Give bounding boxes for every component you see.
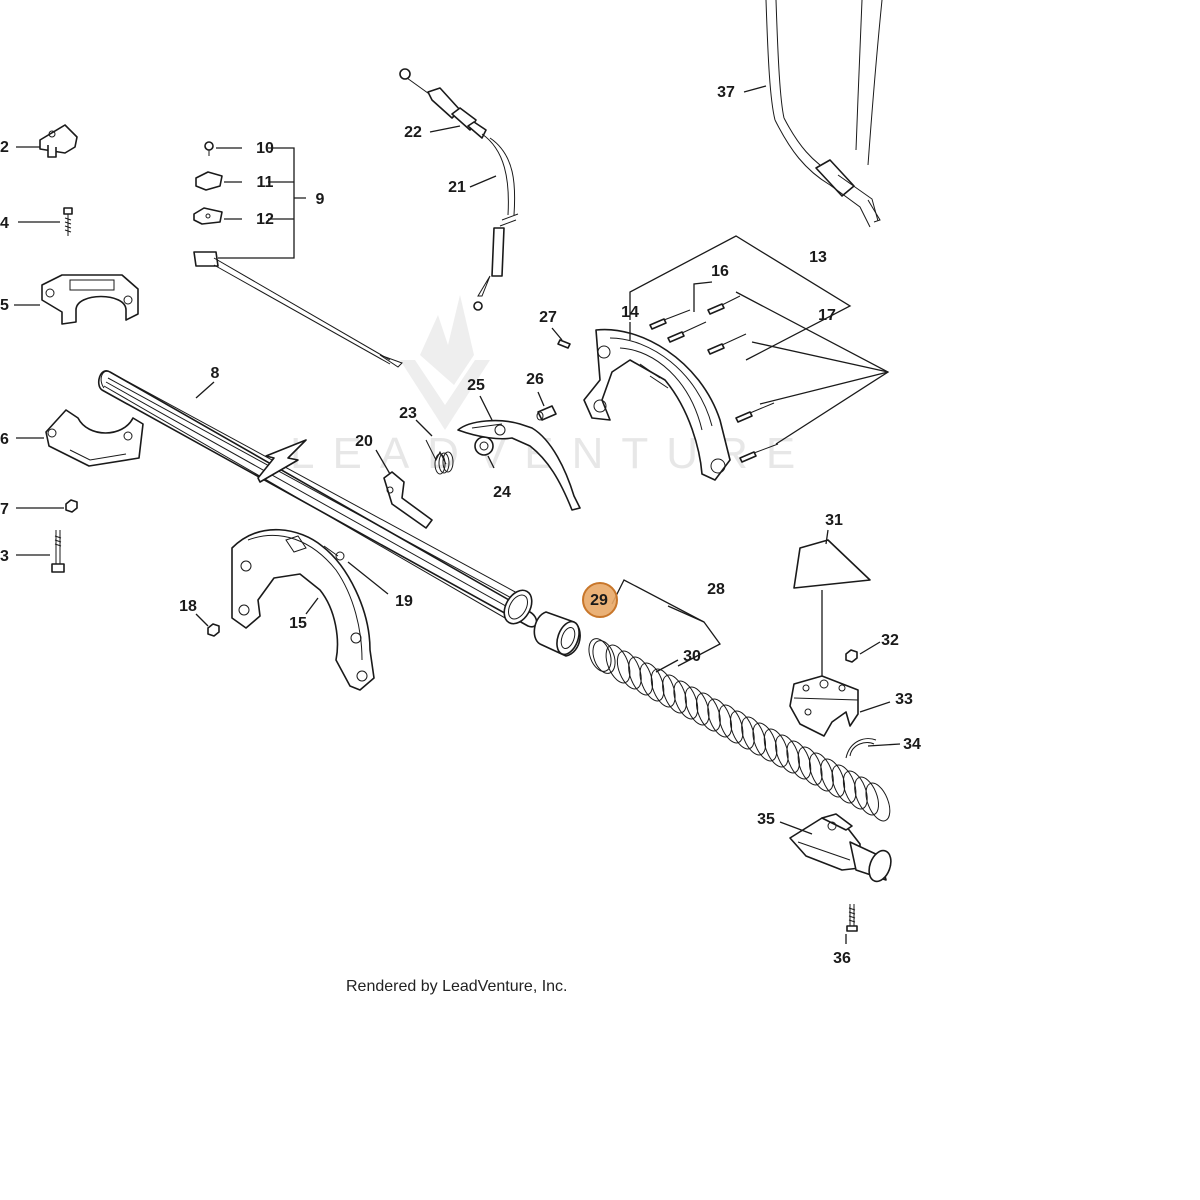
callout-25[interactable]: 25 <box>467 377 485 394</box>
part-36-drawing <box>846 904 858 932</box>
callout-13[interactable]: 13 <box>809 249 827 266</box>
callout-5[interactable]: 5 <box>0 297 9 314</box>
highlight-marker-29[interactable] <box>582 582 618 618</box>
callout-12[interactable]: 12 <box>256 211 274 228</box>
part-16-17-screws <box>649 295 779 463</box>
callout-3[interactable]: 3 <box>0 548 9 565</box>
callout-19[interactable]: 19 <box>395 593 413 610</box>
spring-coil <box>865 782 891 822</box>
callout-6[interactable]: 6 <box>0 431 9 448</box>
part-7-drawing <box>65 499 78 513</box>
part-9-drawing <box>193 251 403 368</box>
part-14-drawing <box>583 328 731 481</box>
callout-36[interactable]: 36 <box>833 950 851 967</box>
callout-31[interactable]: 31 <box>825 512 843 529</box>
part-21-22-drawing <box>399 68 519 311</box>
part-33-drawing <box>789 675 859 737</box>
callout-18[interactable]: 18 <box>179 598 197 615</box>
callout-17[interactable]: 17 <box>818 307 836 324</box>
callout-37[interactable]: 37 <box>717 84 735 101</box>
part-20-drawing <box>383 471 433 529</box>
part-11-drawing <box>195 171 223 191</box>
callout-34[interactable]: 34 <box>903 736 921 753</box>
callout-33[interactable]: 33 <box>895 691 913 708</box>
part-19-drawing <box>323 545 345 561</box>
callout-23[interactable]: 23 <box>399 405 417 422</box>
callout-14[interactable]: 14 <box>621 304 639 321</box>
part-4-drawing <box>63 207 73 236</box>
callout-8[interactable]: 8 <box>211 365 220 382</box>
callout-32[interactable]: 32 <box>881 632 899 649</box>
callout-7[interactable]: 7 <box>0 501 9 518</box>
callout-20[interactable]: 20 <box>355 433 373 450</box>
part-6-drawing <box>45 409 144 467</box>
part-29-drawing <box>533 611 581 657</box>
callout-28[interactable]: 28 <box>707 581 725 598</box>
credit-text: Rendered by LeadVenture, Inc. <box>346 978 568 995</box>
callout-30[interactable]: 30 <box>683 648 701 665</box>
callout-29[interactable]: 29 <box>590 592 608 609</box>
part-25-drawing <box>457 419 581 511</box>
part-26-drawing <box>536 405 557 421</box>
part-37-drawing <box>765 0 883 228</box>
callout-11[interactable]: 11 <box>257 174 274 191</box>
callout-15[interactable]: 15 <box>289 615 307 632</box>
callout-10[interactable]: 10 <box>256 140 274 157</box>
part-18-drawing <box>207 623 220 637</box>
callout-2[interactable]: 2 <box>0 139 9 156</box>
callout-24[interactable]: 24 <box>493 484 511 501</box>
part-12-drawing <box>193 207 223 225</box>
part-30-drawing <box>588 638 891 822</box>
part-35-drawing <box>789 813 892 883</box>
part-5-drawing <box>41 274 139 325</box>
callout-27[interactable]: 27 <box>539 309 557 326</box>
callout-35[interactable]: 35 <box>757 811 775 828</box>
part-32-drawing <box>845 649 858 663</box>
part-15-drawing <box>231 528 375 691</box>
callout-21[interactable]: 21 <box>448 179 466 196</box>
part-34-drawing <box>845 738 877 759</box>
part-2-drawing <box>39 124 78 158</box>
part-24-drawing <box>474 436 494 456</box>
callout-9[interactable]: 9 <box>316 191 325 208</box>
callout-4[interactable]: 4 <box>0 215 9 232</box>
callout-26[interactable]: 26 <box>526 371 544 388</box>
part-23-drawing <box>425 439 454 475</box>
part-10-drawing <box>204 141 214 156</box>
callout-16[interactable]: 16 <box>711 263 729 280</box>
part-3-drawing <box>51 530 65 573</box>
part-8-drawing <box>98 370 538 628</box>
part-31-drawing <box>793 539 871 589</box>
part-27-drawing <box>557 339 571 349</box>
callout-22[interactable]: 22 <box>404 124 422 141</box>
